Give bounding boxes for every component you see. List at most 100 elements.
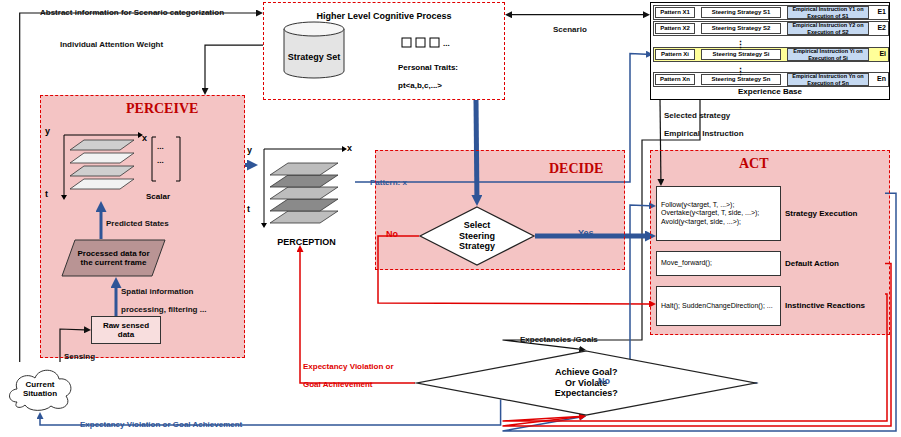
data-label: Raw sensed data	[95, 321, 157, 339]
heading-holder: ACT	[739, 154, 769, 172]
free-label: ...	[157, 156, 164, 165]
heading-holder: PERCEIVE	[126, 99, 198, 117]
free-label: t	[247, 204, 250, 214]
free-label: y	[45, 126, 50, 136]
cell-text: Pattern Xi	[661, 51, 689, 58]
free-label: x	[347, 143, 352, 153]
experience-row: Ei Pattern Xi Steering Strategy Si Empirica…	[653, 47, 889, 62]
row-id-holder: E1	[877, 6, 886, 19]
region-fill	[650, 150, 890, 335]
table-heading: Experience Base	[738, 87, 802, 96]
experience-cell: Empirical Instruction Y1 on Execution of…	[787, 6, 869, 19]
edge-label: Selected strategy Empirical Instruction	[664, 111, 744, 138]
label-holder: Personal Traits: pt<a,b,c,...>	[398, 56, 498, 92]
cell-text: Empirical Instruction Yn on Execution of…	[788, 73, 868, 85]
experience-cell: Empirical Instruction Yn on Execution of…	[787, 73, 869, 86]
store-name: Strategy Set	[288, 52, 341, 62]
experience-cell: Pattern X1	[655, 7, 695, 18]
row-id-holder: E2	[877, 22, 886, 35]
label-holder: t	[45, 183, 48, 201]
stack-illustration	[258, 135, 355, 245]
action-kind-holder: Instinctive Reactions	[785, 286, 865, 326]
decision-diamond: Select Steering Strategy	[419, 206, 535, 266]
decision-text: Select Steering Strategy	[459, 220, 495, 251]
connector	[205, 45, 263, 88]
decision-diamond: Achieve Goal? Or Violate Expectancies?	[415, 350, 757, 416]
stage-region: ACT Follow(y<target, T, ...>); Overtake(y…	[650, 150, 890, 335]
stage-region: DECIDE Select Steering Strategy	[375, 150, 625, 270]
cell-text: Empirical Instruction Y1 on Execution of…	[788, 6, 868, 18]
row-id-holder: Ei	[879, 48, 886, 61]
action-code: Follow(y<target, T, ...>); Overtake(y<ta…	[661, 201, 776, 226]
edge-label: Expectancy Violation or Goal Achievement	[303, 362, 394, 389]
connector	[512, 14, 643, 15]
caption-holder: Scalar	[146, 185, 170, 203]
cell-text: Empirical Instruction Yi on Execution of…	[788, 48, 868, 60]
action-kind: Instinctive Reactions	[785, 301, 865, 310]
edge-label: Individual Attention Weight	[60, 40, 163, 49]
edge-label-holder: Pattern: x	[370, 171, 407, 189]
label-holder: y	[247, 139, 252, 157]
data-label: Processed data for the current frame	[76, 249, 151, 267]
edge-label: Yes	[578, 228, 594, 238]
heading-holder: Higher Level Cognitive Process	[264, 5, 504, 23]
trait-squares	[402, 38, 439, 47]
connector	[115, 288, 118, 316]
action-group: Follow(y<target, T, ...>); Overtake(y<ta…	[656, 186, 885, 241]
connector	[20, 13, 256, 362]
edge-label: Pattern: x	[370, 178, 407, 187]
row-id-holder: En	[877, 73, 886, 86]
connector	[355, 54, 646, 183]
state-stack: Scalar	[56, 119, 186, 201]
cell-text: Pattern X1	[660, 9, 690, 16]
action-box: Move_forward();	[656, 251, 781, 276]
stage-heading: DECIDE	[549, 161, 603, 176]
cell-text: Pattern X2	[660, 25, 690, 32]
edge-label-holder: Yes	[578, 222, 594, 240]
free-label: ⋮	[736, 67, 745, 77]
action-group: Move_forward();Default Action	[656, 251, 885, 276]
label-holder: ...	[157, 135, 164, 153]
free-label: t	[45, 189, 48, 199]
connector	[245, 163, 247, 167]
experience-cell: Steering Strategy Si	[701, 49, 781, 60]
edge-label: No	[386, 229, 398, 239]
free-label: ...	[157, 142, 164, 151]
connector	[474, 100, 480, 195]
edge-label-holder: Selected strategy Empirical Instruction	[664, 104, 764, 140]
cell-text: Steering Strategy Sn	[711, 76, 770, 83]
free-label: y	[247, 145, 252, 155]
edge-label-holder: Expectancy Violation or Goal Achievement	[303, 355, 413, 391]
label-holder: ⋮	[736, 61, 745, 79]
edge-label: Spatial information processing, filterin…	[121, 287, 206, 314]
situation-cloud: Current Situation	[5, 362, 75, 412]
experience-row: E2 Pattern X2 Steering Strategy S2 Empirica…	[653, 21, 889, 36]
edge-label-holder: Individual Attention Weight	[60, 33, 163, 51]
row-id: E1	[877, 8, 886, 16]
experience-cell: Steering Strategy S2	[701, 23, 781, 34]
cylinder-shape	[283, 21, 345, 79]
edge-label: Predicted States	[106, 219, 169, 228]
experience-row: E1Pattern X1Steering Strategy S1Empirica…	[653, 5, 889, 20]
connector	[100, 212, 103, 239]
experience-row: EnPattern XnSteering Strategy SnEmpirica…	[653, 72, 889, 87]
edge-label-holder: Expectancies /Goals	[520, 328, 598, 346]
experience-cell: Empirical Instruction Y2 on Execution of…	[787, 22, 869, 35]
free-label: x	[142, 133, 147, 143]
vector-caption: Scalar	[146, 192, 170, 201]
data-box: Raw sensed data	[91, 316, 161, 344]
edge-label: No	[598, 376, 610, 386]
data-parallelogram: Processed data for the current frame	[61, 239, 166, 277]
edge-label-holder: Sensing	[64, 345, 95, 363]
edge-label-holder: Expectancy Violation or Goal Achievement	[80, 413, 242, 431]
stack-caption: PERCEPTION	[277, 237, 336, 247]
experience-table: Experience Base E1 Pattern X1 Steering Stra…	[650, 2, 890, 100]
experience-cell: Pattern X2	[655, 23, 695, 34]
action-code: Move_forward();	[661, 259, 712, 267]
label-holder: y	[45, 120, 50, 138]
caption-holder: PERCEPTION	[258, 231, 355, 249]
heading-holder: DECIDE	[549, 159, 603, 177]
perception-stack: PERCEPTION	[258, 135, 355, 245]
label-holder: x	[142, 127, 147, 145]
experience-cell: Pattern Xi	[655, 49, 695, 60]
